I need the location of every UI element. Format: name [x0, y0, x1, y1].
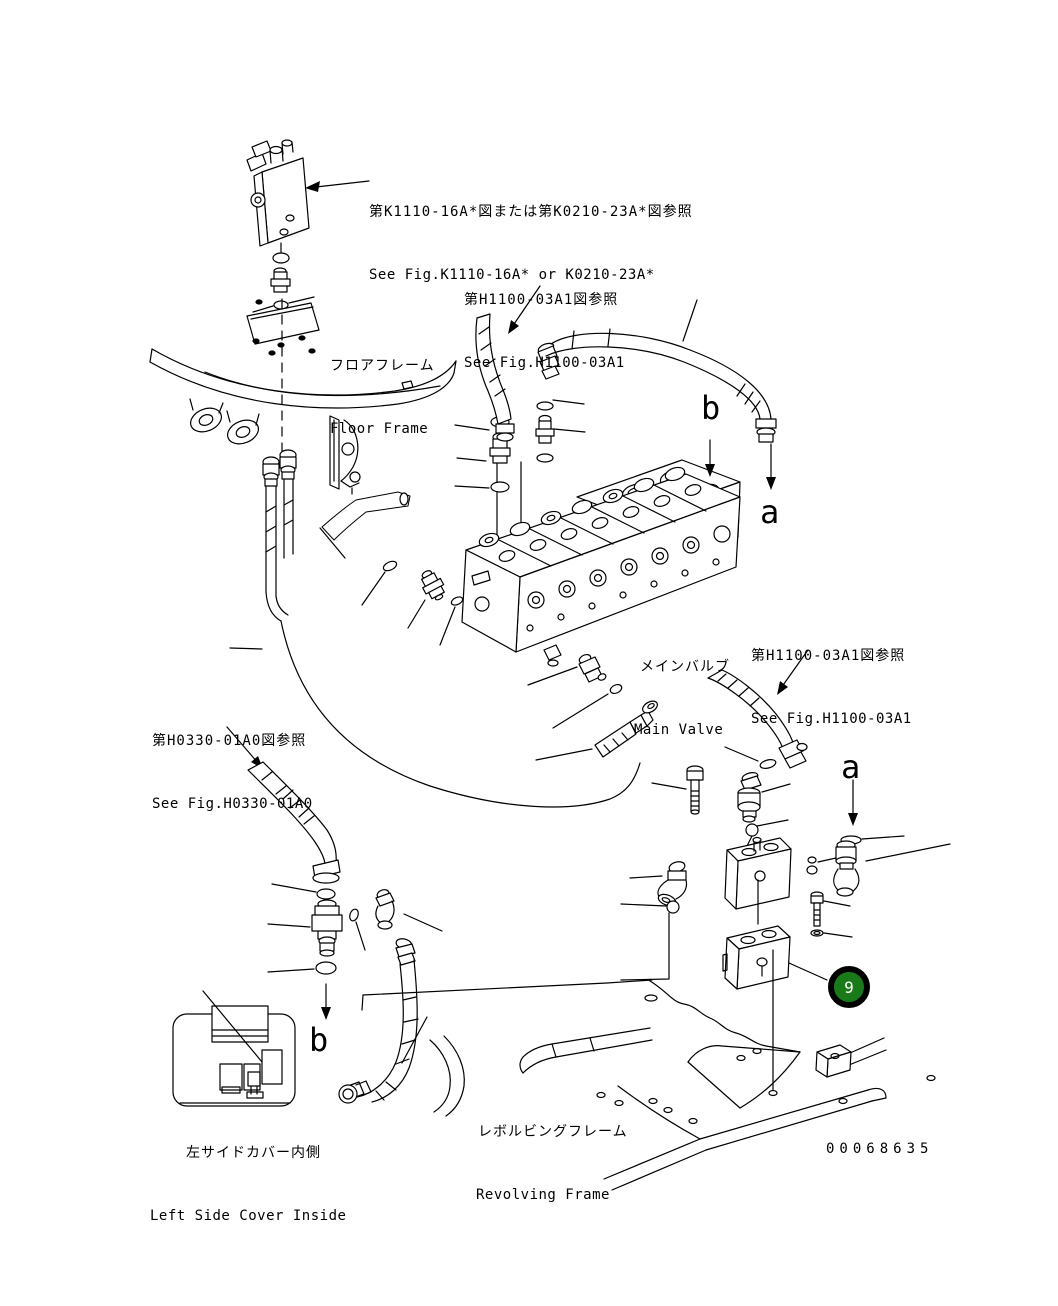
label-see-fig-h1100-right: 第H1100-03A1図参照 See Fig.H1100-03A1 — [751, 604, 912, 772]
label-revolving-frame: レボルビングフレーム Revolving Frame — [476, 1080, 628, 1248]
hose-h1100-right-drawing — [707, 649, 809, 769]
label-see-fig-k1110-jp: 第K1110-16A*図または第K0210-23A*図参照 — [369, 204, 693, 220]
label-see-fig-k1110: 第K1110-16A*図または第K0210-23A*図参照 See Fig.K1… — [369, 160, 693, 328]
drawing-number: 00068635 — [826, 1141, 934, 1157]
label-see-fig-h1100-right-en: See Fig.H1100-03A1 — [751, 711, 912, 727]
pilot-valve-drawing — [246, 139, 370, 313]
marker-a-top: a — [760, 493, 780, 531]
label-see-fig-h1100-right-jp: 第H1100-03A1図参照 — [751, 648, 906, 664]
left-side-cover-drawing — [172, 990, 296, 1107]
label-main-valve: メインバルブ Main Valve — [634, 615, 730, 783]
label-see-fig-h1100-top: 第H1100-03A1図参照 See Fig.H1100-03A1 — [464, 248, 625, 416]
label-left-side-cover: 左サイドカバー内側 Left Side Cover Inside — [150, 1101, 346, 1269]
label-floor-frame-jp: フロアフレーム — [330, 358, 435, 374]
floor-frame-plate-drawing — [246, 298, 320, 458]
flow-arrows — [321, 439, 858, 1020]
marker-a-right: a — [841, 748, 861, 786]
revolving-frame-drawing — [361, 979, 936, 1191]
relief-valve-assembly-drawing — [620, 746, 951, 1097]
hose-bottom-drawing — [338, 938, 428, 1104]
drain-hose-drawing — [280, 620, 658, 808]
label-see-fig-h0330-en: See Fig.H0330-01A0 — [152, 796, 313, 812]
label-main-valve-en: Main Valve — [634, 722, 724, 738]
part-callout-9[interactable]: 9 — [828, 966, 870, 1008]
label-see-fig-h1100-top-en: See Fig.H1100-03A1 — [464, 355, 625, 371]
label-floor-frame-en: Floor Frame — [330, 421, 429, 437]
hose-h0330-drawing — [226, 726, 443, 975]
label-left-side-cover-jp: 左サイドカバー内側 — [186, 1145, 321, 1161]
label-left-side-cover-en: Left Side Cover Inside — [150, 1208, 347, 1224]
marker-b-left: b — [309, 1021, 329, 1059]
hanging-hoses-drawing — [229, 449, 411, 650]
hose-ab-drawing — [537, 299, 777, 443]
label-revolving-frame-jp: レボルビングフレーム — [478, 1124, 628, 1140]
label-revolving-frame-en: Revolving Frame — [476, 1187, 610, 1203]
label-see-fig-k1110-en: See Fig.K1110-16A* or K0210-23A* — [369, 267, 655, 283]
floor-frame-beam-drawing — [149, 348, 457, 495]
hose-h1100-top-drawing — [475, 285, 541, 442]
label-floor-frame: フロアフレーム Floor Frame — [330, 314, 435, 482]
label-see-fig-h1100-top-jp: 第H1100-03A1図参照 — [464, 292, 619, 308]
label-see-fig-h0330: 第H0330-01A0図参照 See Fig.H0330-01A0 — [152, 689, 313, 857]
marker-b-top: b — [701, 389, 721, 427]
label-see-fig-h0330-jp: 第H0330-01A0図参照 — [152, 733, 307, 749]
valve-port-fittings-drawing — [527, 653, 623, 761]
main-valve-drawing — [461, 459, 741, 667]
label-main-valve-jp: メインバルブ — [640, 659, 730, 675]
